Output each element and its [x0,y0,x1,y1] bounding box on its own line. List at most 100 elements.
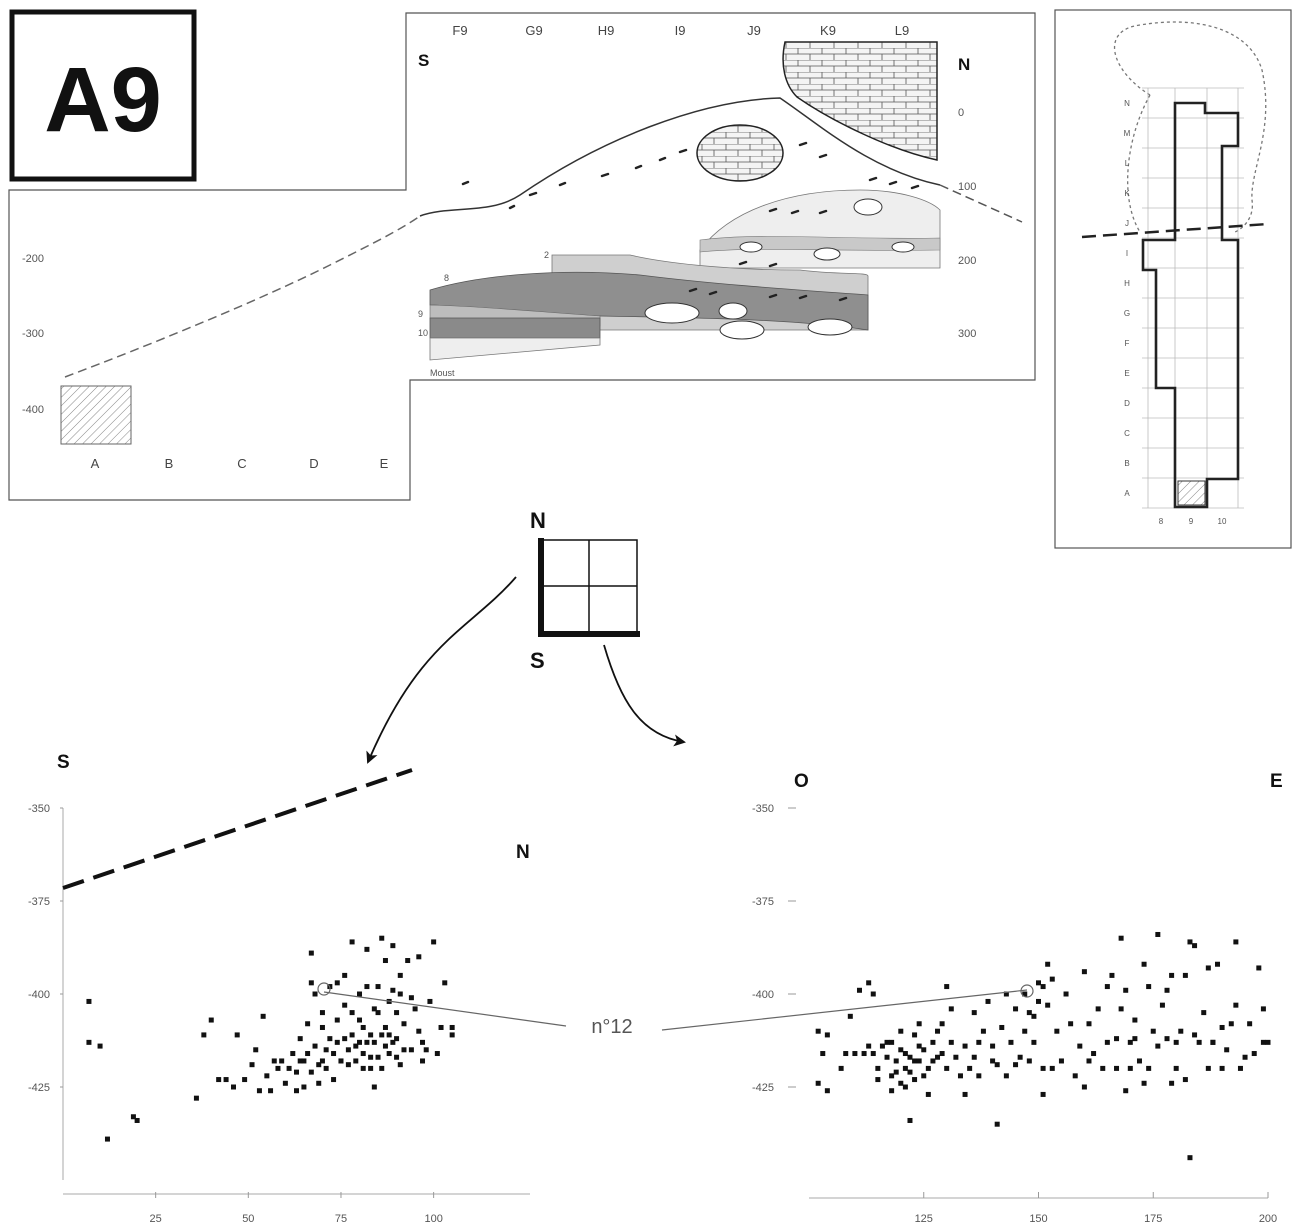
data-point [416,954,422,960]
data-point [912,1058,918,1064]
y-tick-label: -400 [28,989,50,1001]
data-point [994,1121,1000,1127]
data-point [1260,1039,1266,1045]
data-point [976,1039,982,1045]
depth-right-label: 0 [958,107,964,119]
data-point [1265,1039,1271,1045]
key-south-label: S [530,648,545,673]
data-point [375,1010,381,1016]
data-point [297,1058,303,1064]
data-point [286,1065,292,1071]
data-point [916,1043,922,1049]
data-point [1003,991,1009,997]
data-point [323,1065,329,1071]
data-point [1013,1062,1019,1068]
data-point [971,1010,977,1016]
plan-row-label: D [1124,399,1130,408]
data-point [294,1069,299,1075]
data-point [1178,1028,1184,1034]
data-point [902,1051,908,1057]
data-point [925,1091,931,1097]
data-point [397,1062,403,1068]
data-point [301,1084,307,1090]
data-point [394,1010,400,1016]
data-point [312,991,318,997]
data-point [375,984,381,990]
data-point [870,991,876,997]
data-point [394,1054,400,1060]
data-point [242,1077,248,1083]
data-point [939,1021,945,1027]
section-column-labels: F9 G9 H9 I9 J9 K9 L9 [452,23,909,38]
data-point [916,1021,922,1027]
plan-row-label: I [1126,249,1128,258]
data-point [275,1065,281,1071]
data-point [866,1043,872,1049]
data-point [1022,991,1028,997]
data-point [256,1088,262,1094]
data-point [297,1036,303,1042]
section-column-label: I9 [675,23,686,38]
x-tick-label: 200 [1259,1213,1277,1225]
data-point [364,984,370,990]
data-point [86,998,92,1004]
leader-left [323,991,567,1027]
data-point [1049,1065,1055,1071]
data-point [1155,1043,1161,1049]
data-point [357,991,363,997]
data-point [1086,1021,1092,1027]
data-point [1081,1084,1087,1090]
data-point [971,1054,977,1060]
data-point [1008,1039,1014,1045]
data-point [353,1043,359,1049]
data-point [331,1077,337,1083]
data-point [1150,1028,1156,1034]
data-point [1260,1006,1266,1012]
data-point [925,1065,931,1071]
data-point [912,1032,918,1038]
data-point [1104,984,1110,990]
data-point [1013,1006,1019,1012]
data-point [1164,1036,1170,1042]
data-point [360,1024,366,1030]
data-point [349,939,355,945]
data-point [935,1054,941,1060]
data-point [1187,939,1193,945]
data-point [1026,1010,1032,1016]
data-point [930,1039,936,1045]
data-point [1091,1051,1097,1057]
data-point [852,1051,858,1057]
data-point [980,1028,986,1034]
data-point [990,1058,996,1064]
data-point [1127,1065,1133,1071]
left-plot-direction-left: S [57,752,70,773]
data-point [902,1084,908,1090]
plan-row-label: K [1124,189,1130,198]
section-column-label: H9 [598,23,615,38]
data-point [442,980,448,986]
data-point [342,1002,348,1008]
plan-square-a9 [1177,480,1206,506]
depth-left-label: -200 [22,253,44,265]
data-point [264,1073,270,1079]
cave-outline-dotted [1113,21,1267,233]
plan-row-label: C [1124,429,1130,438]
data-point [921,1073,927,1079]
data-point [1141,961,1147,967]
data-point [944,984,950,990]
data-point [815,1080,821,1086]
data-point [1215,961,1221,967]
data-point [368,1065,374,1071]
data-point [838,1065,844,1071]
data-point [390,1039,396,1045]
data-point [334,1039,340,1045]
data-point [308,980,314,986]
data-point [97,1043,103,1049]
data-point [1182,1077,1188,1083]
data-point [279,1058,285,1064]
data-point [944,1065,950,1071]
find-12-marker-left [317,982,331,996]
